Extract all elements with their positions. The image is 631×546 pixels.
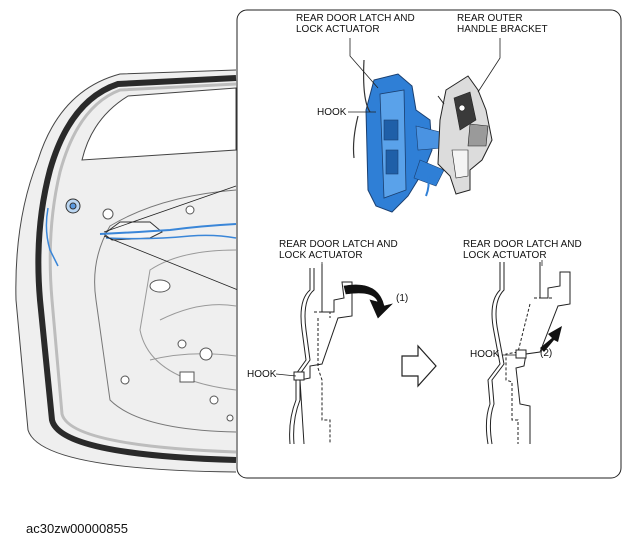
rear-door-frame (15, 69, 237, 473)
step-1-diagram (289, 264, 353, 445)
callout-hook-top: HOOK (317, 107, 347, 118)
sequence-arrow (401, 344, 437, 388)
callout-hook-left: HOOK (247, 369, 277, 380)
installed-latch-location (45, 207, 237, 267)
left-hook-leader (275, 373, 297, 377)
top-leaders (348, 38, 501, 113)
step-label-2: (2) (540, 348, 553, 359)
callout-hook-right: HOOK (470, 349, 500, 360)
callout-latch-actuator-left: REAR DOOR LATCH AND LOCK ACTUATOR (279, 239, 398, 261)
zoom-leader-top (103, 185, 237, 233)
step-2-diagram (485, 262, 571, 445)
callout-latch-actuator-top: REAR DOOR LATCH AND LOCK ACTUATOR (296, 13, 415, 35)
push-arrow-2 (540, 326, 562, 352)
zoom-leader-bottom (103, 235, 239, 291)
figure-id: ac30zw00000855 (26, 521, 128, 536)
step-label-1: (1) (396, 293, 409, 304)
outer-handle-bracket-part (437, 75, 493, 195)
callout-outer-handle-bracket: REAR OUTER HANDLE BRACKET (457, 13, 548, 35)
callout-latch-actuator-right: REAR DOOR LATCH AND LOCK ACTUATOR (463, 239, 582, 261)
latch-actuator-part (352, 59, 445, 213)
rotate-arrow-1 (343, 284, 393, 319)
